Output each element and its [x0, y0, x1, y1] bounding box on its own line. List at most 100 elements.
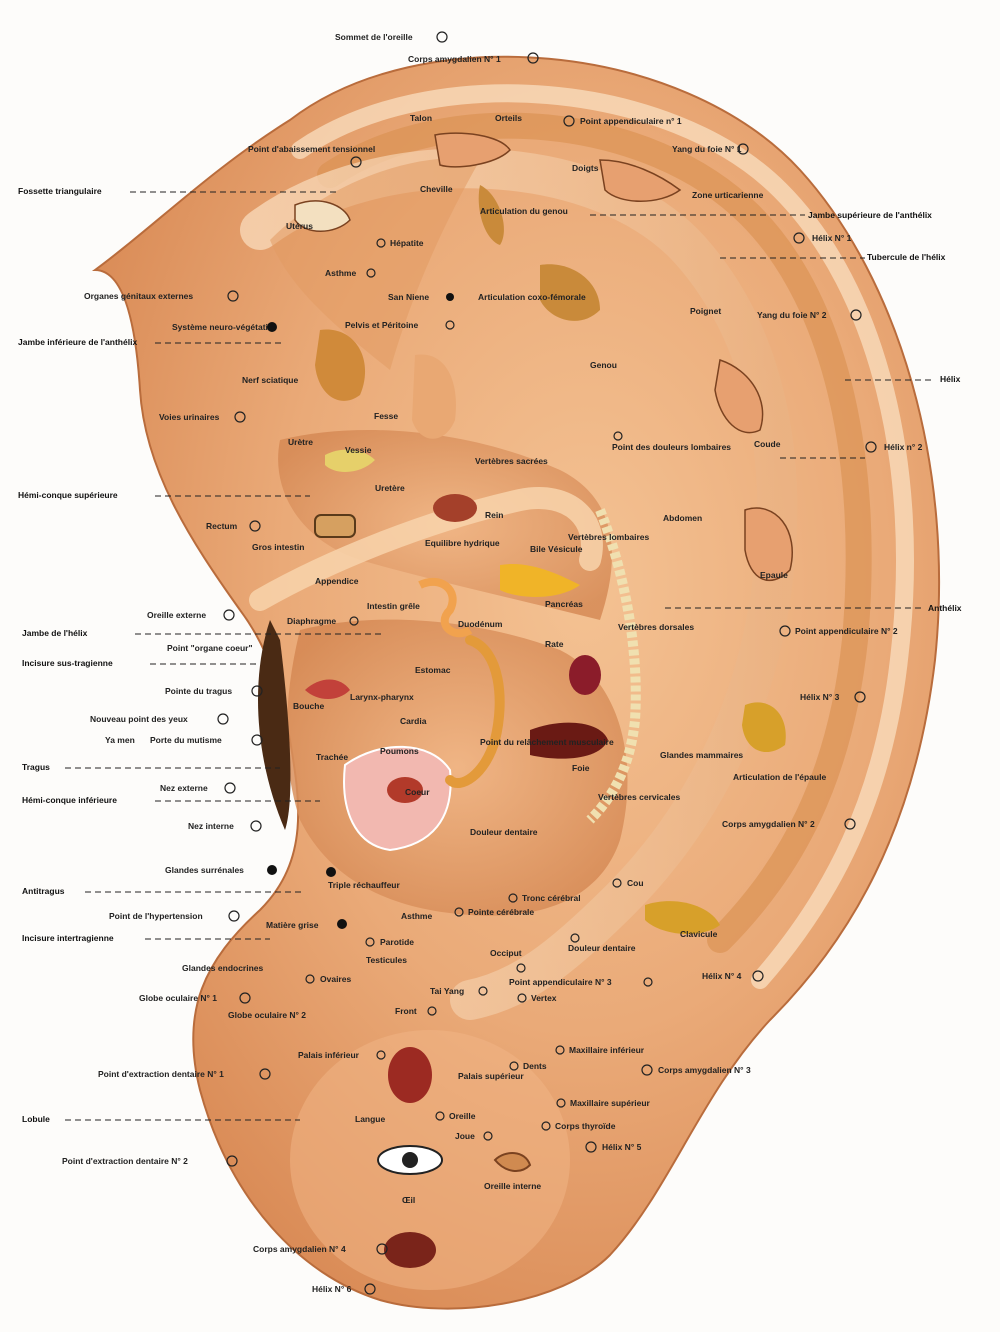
anatomy-label: Vessie	[345, 445, 372, 455]
point-label: Corps amygdalien N° 1	[408, 54, 501, 64]
anatomy-label: Fesse	[374, 411, 398, 421]
point-marker	[570, 933, 580, 943]
point-label: Oreille externe	[147, 610, 206, 620]
anatomy-label: Genou	[590, 360, 617, 370]
point-label: Point appendiculaire n° 1	[580, 116, 682, 126]
point-label: Pointe du tragus	[165, 686, 232, 696]
knee-icon	[478, 185, 504, 245]
anatomy-label: Articulation de l'épaule	[733, 772, 826, 782]
point-label: Hélix N° 5	[602, 1142, 642, 1152]
anatomy-label: Rate	[545, 639, 564, 649]
anatomy-label: Gros intestin	[252, 542, 304, 552]
anatomy-label: Parotide	[380, 937, 414, 947]
point-marker	[641, 1064, 653, 1076]
point-label: Point "organe coeur"	[167, 643, 253, 653]
anatomy-label: Poumons	[380, 746, 419, 756]
point-label: Yang du foie N° 1	[672, 144, 742, 154]
hand-icon	[599, 159, 682, 202]
anatomy-label: Rein	[485, 510, 503, 520]
anatomy-label: Front	[395, 1006, 417, 1016]
point-marker	[228, 910, 240, 922]
colon-icon	[314, 514, 356, 538]
point-marker	[844, 818, 856, 830]
stomach-icon	[445, 635, 505, 788]
point-marker	[555, 1045, 565, 1055]
lips-icon	[305, 679, 350, 699]
anatomy-label: Pelvis et Péritoine	[345, 320, 418, 330]
point-labels: Sommet de l'oreille Corps amygdalien N° …	[62, 31, 923, 1295]
inner-ear-icon	[493, 1152, 532, 1172]
point-label: Corps amygdalien N° 3	[658, 1065, 751, 1075]
point-label: Corps amygdalien N° 2	[722, 819, 815, 829]
pupil-icon	[402, 1152, 418, 1168]
point-marker	[541, 1121, 551, 1131]
point-label: Matière grise	[266, 920, 319, 930]
point-label: Système neuro-végétatif	[172, 322, 271, 332]
point-label: Hélix n° 2	[884, 442, 923, 452]
anatomy-label: Vertèbres cervicales	[598, 792, 681, 802]
anatomy-label: Maxillaire inférieur	[569, 1045, 645, 1055]
point-marker	[643, 977, 653, 987]
point-marker	[223, 609, 235, 621]
point-marker	[516, 963, 526, 973]
point-marker	[850, 309, 862, 321]
point-marker	[305, 974, 315, 984]
point-marker	[612, 878, 622, 888]
point-marker	[226, 1155, 238, 1167]
anatomy-label: Coeur	[405, 787, 430, 797]
spleen-icon	[569, 655, 601, 695]
liver-icon	[530, 722, 608, 759]
anatomy-label: Pointe cérébrale	[468, 907, 534, 917]
point-marker	[227, 290, 239, 302]
side-label: Jambe supérieure de l'anthélix	[808, 210, 932, 220]
point-marker	[376, 1050, 386, 1060]
anatomy-label: Bouche	[293, 701, 324, 711]
point-label: Triple réchauffeur	[328, 880, 400, 890]
anatomy-label: Palais supérieur	[458, 1071, 524, 1081]
point-label: Point d'extraction dentaire N° 1	[98, 1069, 224, 1079]
side-label: Antitragus	[22, 886, 65, 896]
anatomy-label: Cheville	[420, 184, 453, 194]
helix-crus	[249, 487, 603, 611]
point-marker	[483, 1131, 493, 1141]
organ-illustrations	[294, 132, 793, 1268]
point-marker	[364, 1283, 376, 1295]
point-marker	[267, 865, 277, 875]
anatomy-label: Testicules	[366, 955, 407, 965]
anatomy-label: Intestin grêle	[367, 601, 420, 611]
anatomy-label: Appendice	[315, 576, 359, 586]
point-marker	[259, 1068, 271, 1080]
point-marker	[267, 322, 277, 332]
point-marker	[779, 625, 791, 637]
anatomy-label: Vertèbres sacrées	[475, 456, 548, 466]
uterus-icon	[294, 200, 351, 232]
anatomy-label: Equilibre hydrique	[425, 538, 500, 548]
scapha	[317, 112, 872, 953]
point-label: Nez externe	[160, 783, 208, 793]
anatomy-label: Joue	[455, 1131, 475, 1141]
point-marker	[224, 782, 236, 794]
anatomy-label: Tronc cérébral	[522, 893, 581, 903]
point-marker	[752, 970, 764, 982]
point-marker	[234, 411, 246, 423]
point-label: Zone urticarienne	[692, 190, 764, 200]
side-label: Lobule	[22, 1114, 50, 1124]
side-labels: Fossette triangulaire Jambe inférieure d…	[18, 186, 962, 1124]
anatomy-labels: Talon Orteils Doigts Cheville Articulati…	[242, 113, 826, 1205]
point-label: Glandes endocrines	[182, 963, 264, 973]
point-marker	[376, 238, 386, 248]
right-leader-lines	[590, 214, 935, 609]
anatomy-label: Duodénum	[458, 619, 503, 629]
anatomy-label: Uretère	[375, 483, 405, 493]
anatomy-label: Maxillaire supérieur	[570, 1098, 651, 1108]
point-marker	[249, 520, 261, 532]
side-label: Jambe de l'hélix	[22, 628, 88, 638]
point-marker	[239, 992, 251, 1004]
point-marker	[350, 156, 362, 168]
point-label: Ya men	[105, 735, 135, 745]
anatomy-label: Utérus	[286, 221, 313, 231]
elbow-icon	[714, 359, 764, 434]
point-label: Glandes surrénales	[165, 865, 244, 875]
anatomy-label: Abdomen	[663, 513, 702, 523]
